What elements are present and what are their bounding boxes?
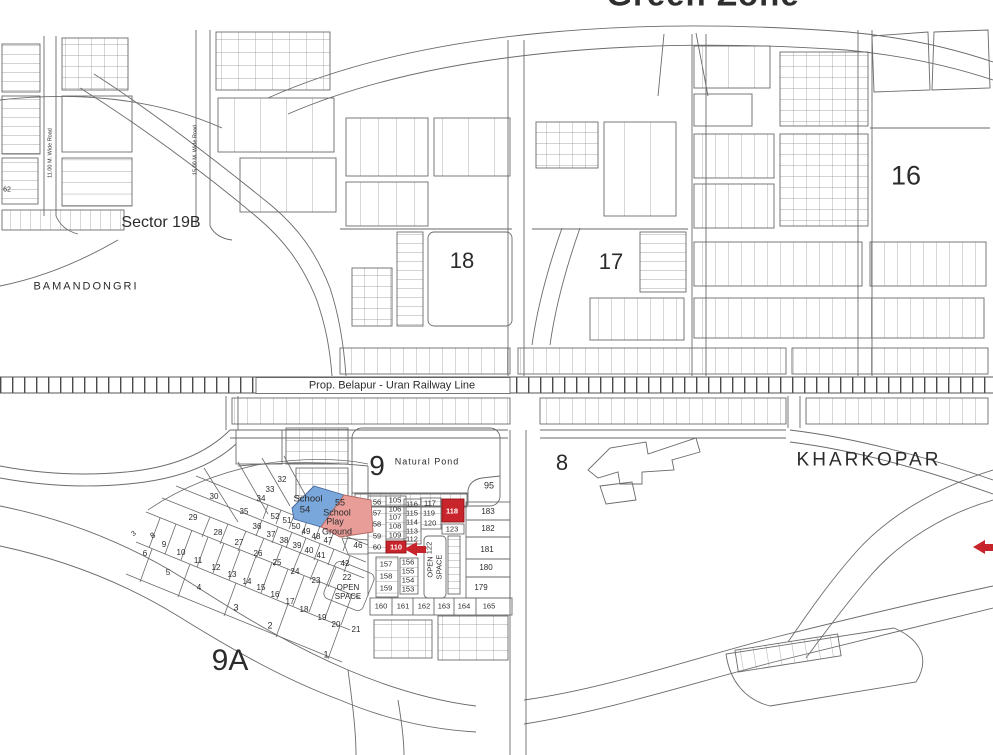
railway-line [0, 376, 993, 394]
pointer-arrow-plot110 [404, 542, 426, 556]
numbered-plot-grid [367, 495, 513, 616]
plot-110-highlight [385, 540, 407, 554]
railway-label-box [255, 377, 511, 394]
pond-outline [587, 437, 701, 485]
playground-plot [320, 494, 374, 538]
open-space-cell [323, 561, 375, 611]
sector9-parcel-lattice [125, 455, 375, 663]
road-network [0, 25, 993, 755]
pointer-arrow-right-edge [973, 540, 993, 554]
parcel-blocks [1, 29, 991, 707]
plot-46-outline [341, 537, 369, 555]
plot-118-highlight [441, 498, 465, 523]
